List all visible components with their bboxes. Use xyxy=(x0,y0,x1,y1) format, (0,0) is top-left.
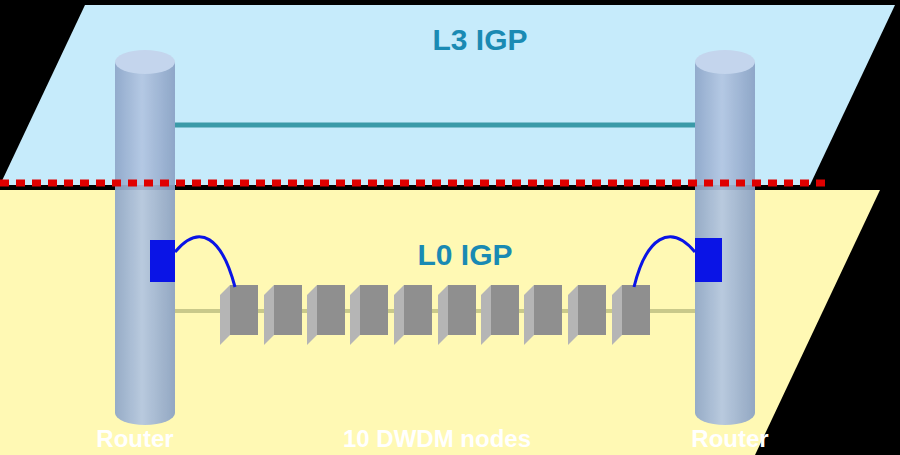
router-cylinder xyxy=(115,50,175,425)
label-holder: 10 DWDM nodes xyxy=(343,425,531,453)
layer-plane: L3 IGP xyxy=(0,5,900,185)
layer-plane: L0 IGP xyxy=(0,190,900,455)
router-label: Router xyxy=(691,425,768,453)
plane-shape xyxy=(0,190,900,455)
router-port xyxy=(695,238,722,282)
patch-wire xyxy=(634,237,695,287)
layer-divider xyxy=(0,180,830,187)
router-node: Router xyxy=(695,50,755,425)
adjacency-link xyxy=(175,123,695,128)
patch-wire xyxy=(175,237,235,287)
router-port xyxy=(150,240,175,282)
caption-label: 10 DWDM nodes xyxy=(343,425,531,453)
router-cylinder xyxy=(695,50,755,425)
dwdm-nodes xyxy=(220,285,650,345)
layer-name: L3 IGP xyxy=(432,23,527,57)
router-node: Router xyxy=(115,50,175,425)
layer-name: L0 IGP xyxy=(417,238,512,272)
router-label: Router xyxy=(96,425,173,453)
